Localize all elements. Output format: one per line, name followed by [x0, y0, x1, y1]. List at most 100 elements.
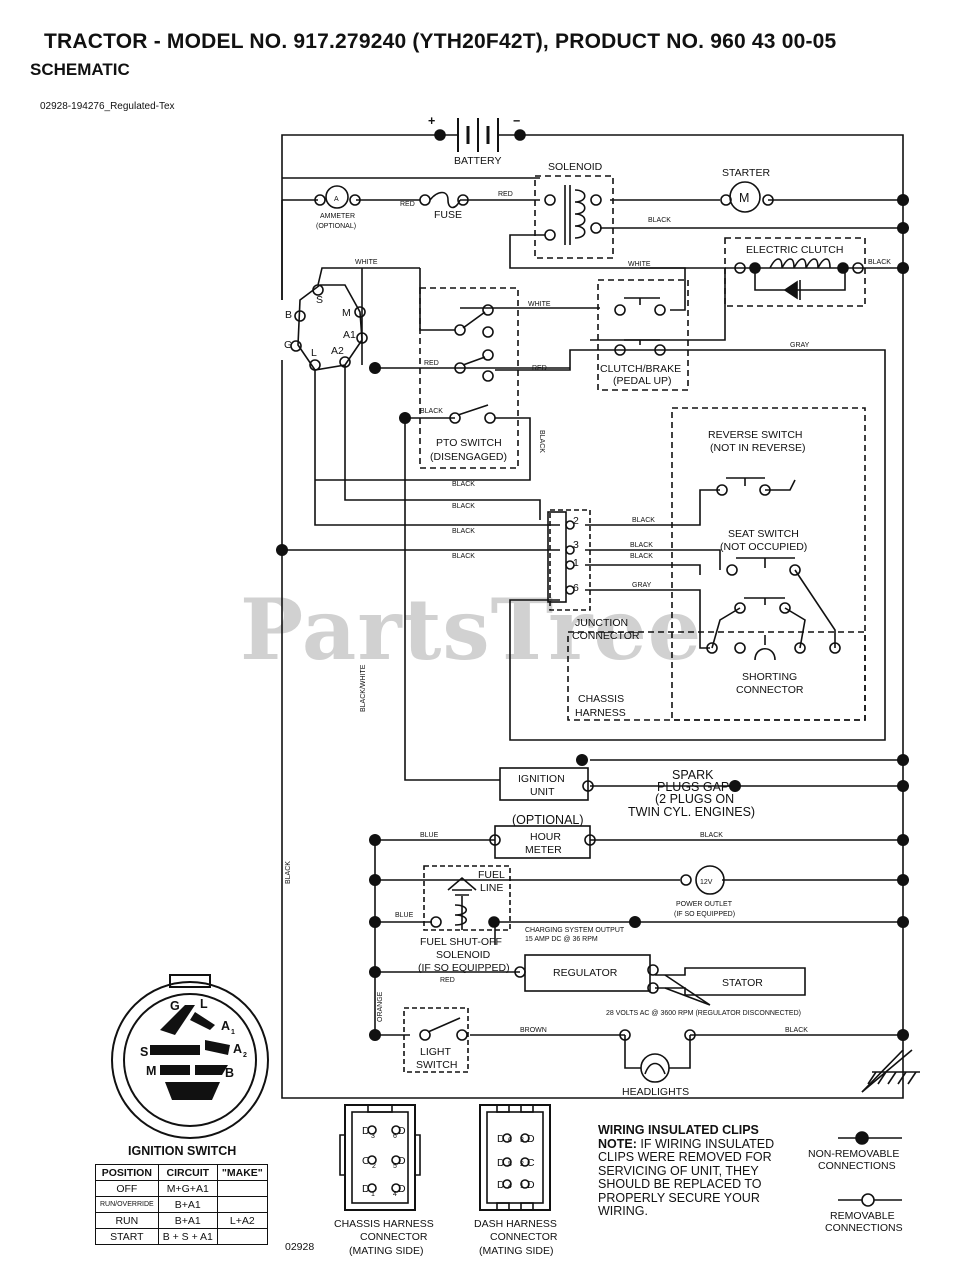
fuel-shutoff-equipped-label: (IF SO EQUIPPED)	[418, 962, 510, 974]
svg-text:2: 2	[573, 515, 579, 527]
junction-label: JUNCTION	[575, 617, 628, 629]
hour-meter-sub-label: METER	[525, 844, 562, 856]
chassis-harness-label: CHASSIS	[578, 693, 624, 705]
svg-text:A2: A2	[331, 345, 344, 357]
svg-text:A1: A1	[343, 329, 356, 341]
diagram-reference: 02928-194276_Regulated-Tex	[40, 101, 175, 112]
connector-labels: CHASSIS HARNESS CONNECTOR (MATING SIDE) …	[285, 1218, 558, 1257]
component-labels: + − BATTERY SOLENOID STARTER M A AMMETER…	[316, 114, 843, 1098]
svg-text:DASH HARNESS: DASH HARNESS	[474, 1218, 557, 1230]
svg-text:GRAY: GRAY	[632, 582, 652, 589]
battery-symbol	[434, 118, 526, 152]
connection-dots	[276, 194, 909, 1041]
seat-switch-label: SEAT SWITCH	[728, 528, 799, 540]
svg-text:5: 5	[393, 1163, 397, 1170]
svg-text:CONNECTOR: CONNECTOR	[360, 1231, 428, 1243]
solenoid-label: SOLENOID	[548, 161, 603, 173]
svg-text:D: D	[398, 1155, 406, 1167]
table-header-row: POSITION CIRCUIT "MAKE"	[95, 1164, 268, 1181]
svg-text:BLACK: BLACK	[452, 528, 475, 535]
svg-text:GRAY: GRAY	[790, 342, 810, 349]
svg-text:BLACK: BLACK	[700, 832, 723, 839]
reverse-switch-sub-label: (NOT IN REVERSE)	[710, 442, 805, 454]
svg-text:2: 2	[520, 1161, 524, 1168]
svg-text:L: L	[200, 997, 208, 1011]
page-subtitle: SCHEMATIC	[30, 60, 130, 79]
power-outlet-sub-label: (IF SO EQUIPPED)	[674, 911, 735, 918]
light-switch-sub-label: SWITCH	[416, 1059, 457, 1071]
svg-text:1: 1	[231, 1029, 235, 1036]
solenoid-symbol	[534, 175, 614, 259]
col-make: "MAKE"	[216, 1164, 268, 1181]
svg-text:NON-REMOVABLE: NON-REMOVABLE	[808, 1148, 899, 1160]
ignition-unit-sub-label: UNIT	[530, 786, 555, 798]
fuel-shutoff-sub-label: SOLENOID	[436, 949, 491, 961]
pto-switch-sub-label: (DISENGAGED)	[430, 451, 507, 463]
light-switch-label: LIGHT	[420, 1046, 452, 1058]
svg-text:BLACK: BLACK	[630, 542, 653, 549]
svg-text:3: 3	[371, 1133, 375, 1140]
dash-harness-connector	[479, 1104, 551, 1211]
ammeter-symbol-label: A	[334, 196, 339, 203]
legend-labels: NON-REMOVABLE CONNECTIONS REMOVABLE CONN…	[808, 1148, 903, 1234]
fuel-line-sub-label: LINE	[480, 882, 503, 894]
table-row: OFF M+G+A1	[95, 1180, 268, 1197]
svg-text:BLACK: BLACK	[420, 408, 443, 415]
svg-text:CONNECTIONS: CONNECTIONS	[818, 1160, 896, 1172]
svg-text:RED: RED	[440, 977, 455, 984]
hour-meter-symbol	[489, 825, 596, 859]
svg-text:1: 1	[371, 1191, 375, 1198]
svg-text:4: 4	[508, 1183, 512, 1190]
charging-rate-label: 15 AMP DC @ 36 RPM	[525, 936, 598, 943]
note-text: IF WIRING INSULATED CLIPS WERE REMOVED F…	[598, 1136, 775, 1218]
table-row: START B + S + A1	[95, 1228, 268, 1245]
chassis-harness-region	[567, 407, 866, 721]
svg-text:C: C	[527, 1157, 535, 1169]
svg-text:A: A	[221, 1019, 230, 1033]
svg-text:S: S	[140, 1045, 148, 1059]
svg-text:D: D	[527, 1133, 535, 1145]
power-outlet-symbol-label: 12V	[700, 879, 713, 886]
fuel-shutoff-label: FUEL SHUT-OFF	[420, 936, 502, 948]
connection-legend	[838, 1131, 902, 1207]
fuel-shutoff-symbol	[423, 865, 511, 931]
spark-engines-label: TWIN CYL. ENGINES)	[628, 805, 755, 819]
svg-text:3: 3	[573, 539, 579, 551]
table-row: RUN B+A1 L+A2	[95, 1212, 268, 1229]
svg-text:CONNECTOR: CONNECTOR	[490, 1231, 558, 1243]
ignition-switch-face-labels: G L A 1 A 2 S M B	[140, 997, 247, 1080]
shorting-sub-label: CONNECTOR	[736, 684, 804, 696]
svg-text:C: C	[362, 1155, 370, 1167]
svg-text:BLACK: BLACK	[632, 517, 655, 524]
switch-terminal-labels: S B M A1 G L A2	[284, 294, 356, 359]
electric-clutch-label: ELECTRIC CLUTCH	[746, 244, 843, 256]
wire-color-labels: RED RED BLACK WHITE WHITE WHITE BLACK GR…	[285, 191, 891, 1034]
svg-text:BLACK: BLACK	[452, 553, 475, 560]
table-row: RUN/OVERRIDE B+A1	[95, 1196, 268, 1213]
svg-text:G: G	[284, 339, 292, 351]
svg-text:WHITE: WHITE	[355, 259, 378, 266]
svg-text:5: 5	[508, 1161, 512, 1168]
battery-minus-label: −	[513, 114, 520, 128]
ignition-position-table: POSITION CIRCUIT "MAKE" OFF M+G+A1 RUN/O…	[95, 1164, 268, 1245]
svg-text:BLUE: BLUE	[420, 832, 439, 839]
svg-text:CONNECTIONS: CONNECTIONS	[825, 1222, 903, 1234]
regulator-symbol	[514, 954, 711, 1006]
svg-text:A: A	[233, 1042, 242, 1056]
svg-text:2: 2	[243, 1052, 247, 1059]
svg-text:REMOVABLE: REMOVABLE	[830, 1210, 895, 1222]
svg-text:BLACK: BLACK	[868, 259, 891, 266]
svg-text:RED: RED	[498, 191, 513, 198]
reverse-switch-label: REVERSE SWITCH	[708, 429, 803, 441]
note-heading: WIRING INSULATED CLIPS	[598, 1123, 759, 1137]
light-switch-symbol	[403, 1007, 469, 1073]
hour-meter-optional-label: (OPTIONAL)	[512, 813, 584, 827]
hour-meter-label: HOUR	[530, 831, 561, 843]
junction-pin-labels: 2 3 1 6	[573, 515, 579, 594]
starter-label: STARTER	[722, 167, 770, 179]
main-frame-wires	[281, 134, 920, 1099]
svg-text:(MATING SIDE): (MATING SIDE)	[479, 1245, 553, 1257]
headlights-label: HEADLIGHTS	[622, 1086, 689, 1098]
col-position: POSITION	[95, 1164, 159, 1181]
